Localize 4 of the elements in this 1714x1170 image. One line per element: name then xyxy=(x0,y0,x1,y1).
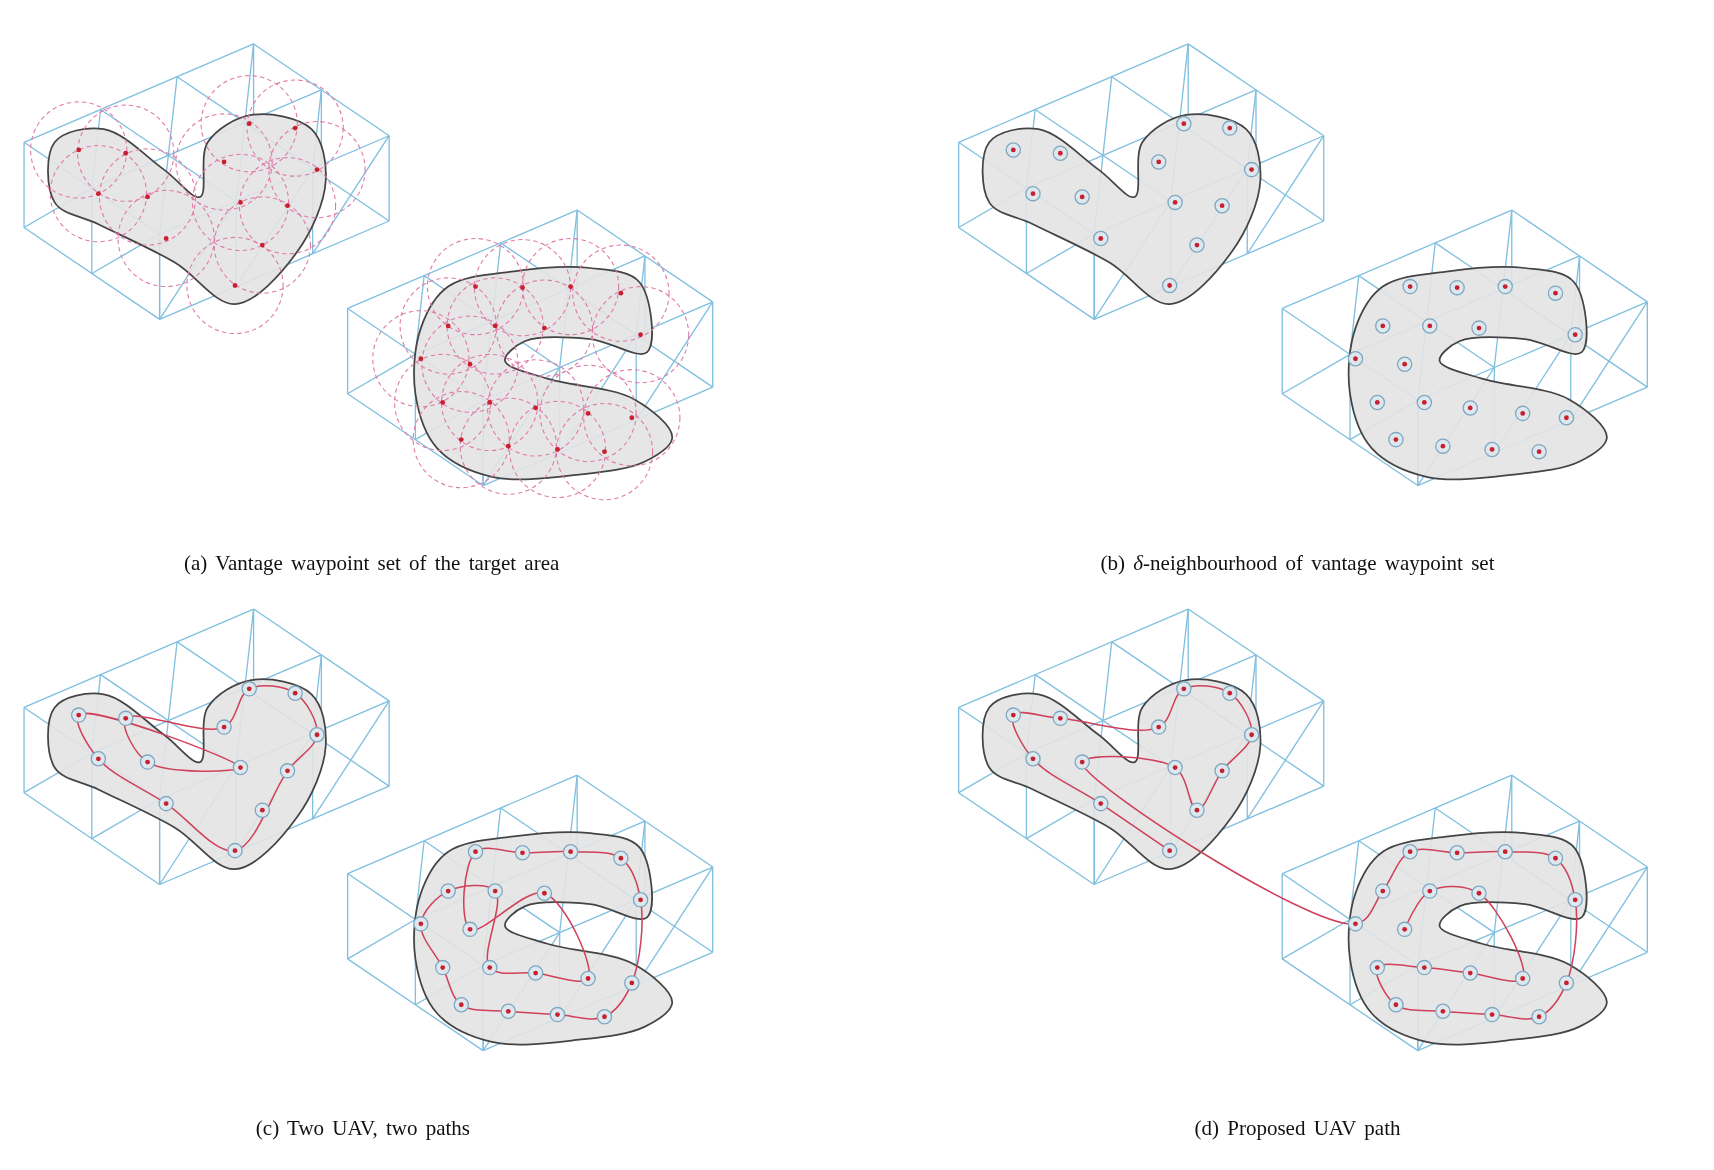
figure-caption: (b) δ-neighbourhood of vantage waypoint set xyxy=(1100,551,1495,577)
figure-caption: (c) Two UAV, two paths xyxy=(255,1116,470,1142)
figure-caption: (d) Proposed UAV path xyxy=(1194,1116,1401,1142)
figure-caption: (a) Vantage waypoint set of the target area xyxy=(184,551,560,577)
